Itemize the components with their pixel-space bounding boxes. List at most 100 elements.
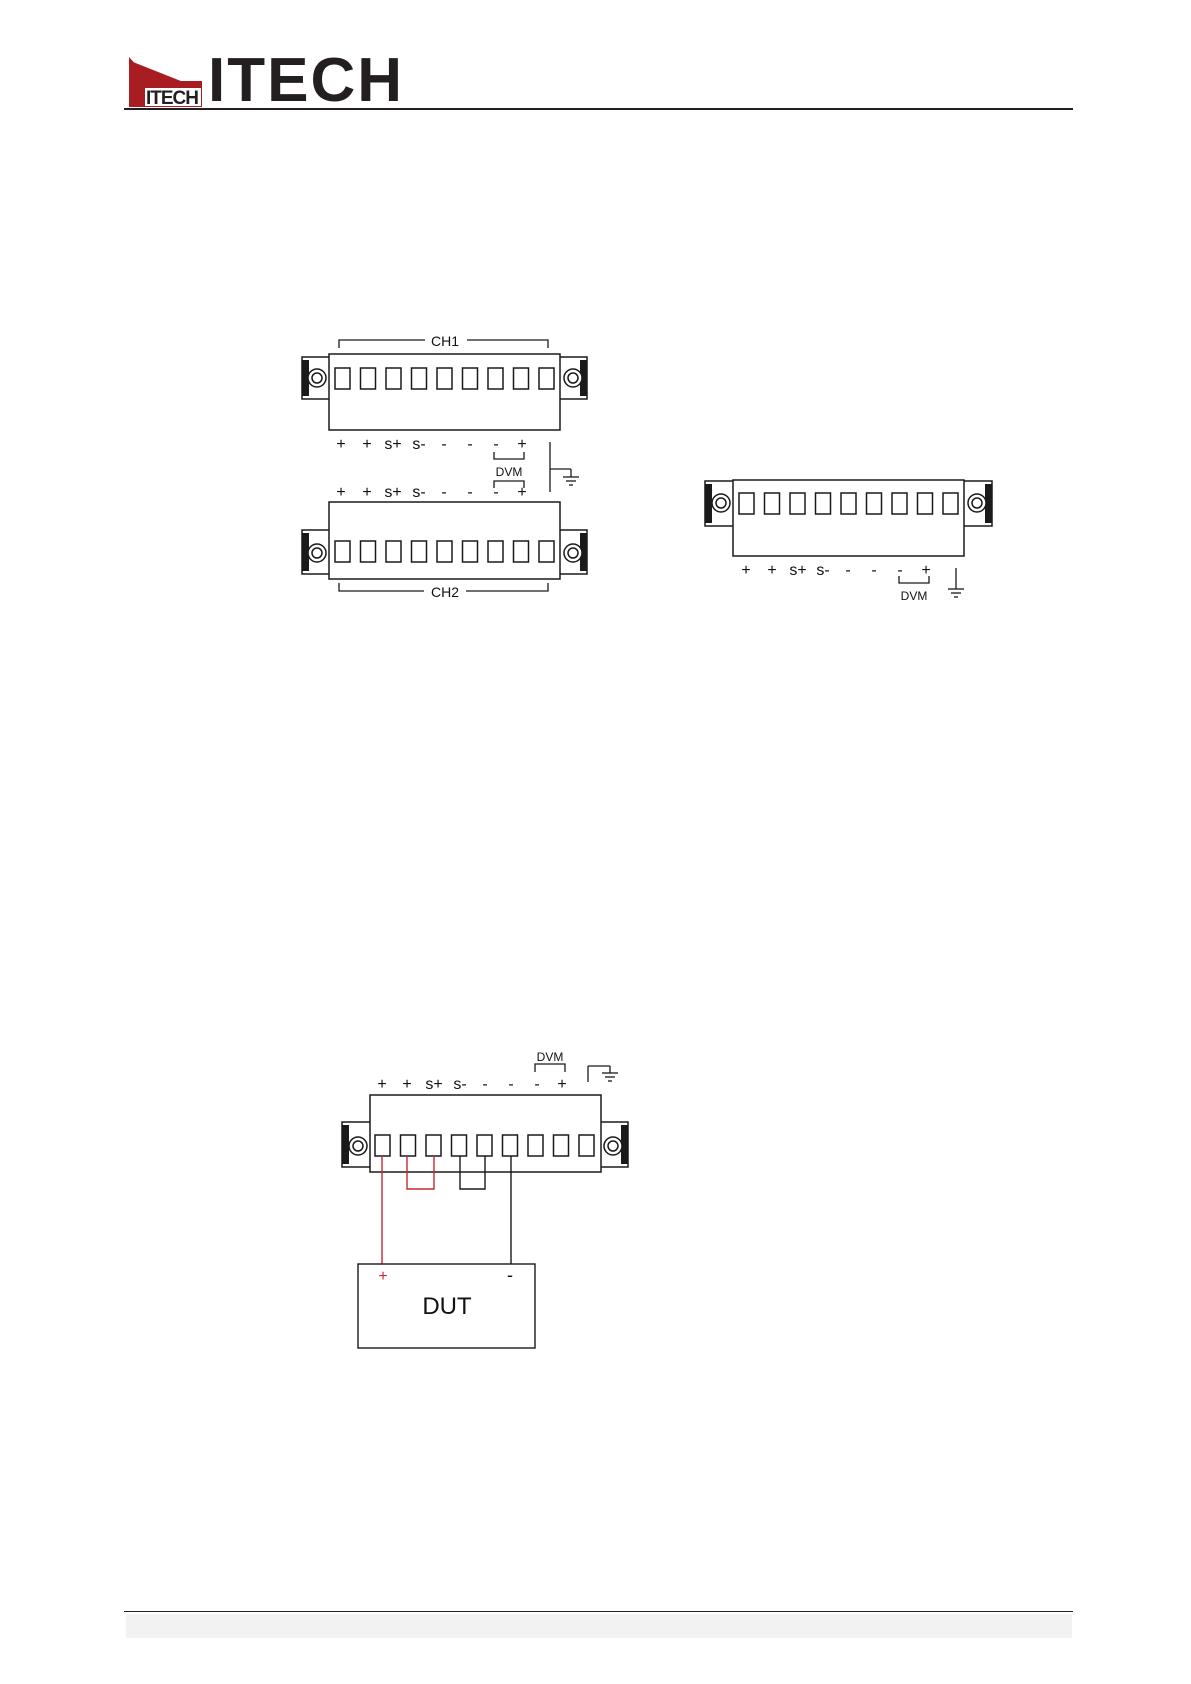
footer-rule — [124, 1611, 1073, 1612]
ch1-label-dvm-minus: - — [493, 436, 498, 453]
single-label-minus-1: - — [845, 562, 850, 579]
dual-channel-figure: CH1 + + s+ s- - - — [302, 331, 587, 601]
ch1-label-sense-minus: s- — [412, 436, 425, 453]
ch2-label-sense-minus: s- — [412, 484, 425, 501]
wiring-figure: DVM + + s+ s- - - - + — [342, 1050, 628, 1348]
single-label-plus-2: + — [767, 562, 776, 579]
wiring-label-dvm-plus: + — [557, 1076, 566, 1093]
ch2-pin-9 — [539, 541, 554, 562]
single-pin-4 — [816, 493, 831, 514]
wiring-label-plus-2: + — [402, 1076, 411, 1093]
ch1-label-sense-plus: s+ — [384, 436, 401, 453]
single-label-sense-plus: s+ — [789, 562, 806, 579]
wiring-pin-3 — [426, 1135, 441, 1156]
single-terminal-labels: + + s+ s- - - - + — [741, 562, 930, 579]
ch2-pin-7 — [488, 541, 503, 562]
ch2-pin-3 — [386, 541, 401, 562]
ch2-pin-6 — [463, 541, 478, 562]
ch1-pins — [335, 368, 554, 389]
ch1-pin-3 — [386, 368, 401, 389]
ch2-label-dvm-plus: + — [517, 484, 526, 501]
wiring-left-mount-edge — [342, 1125, 349, 1164]
wiring-label-minus-2: - — [508, 1076, 513, 1093]
ch2-pin-8 — [514, 541, 529, 562]
single-right-screw-inner — [972, 498, 982, 508]
ch1-label: CH1 — [431, 333, 459, 349]
ch1-label-minus-2: - — [467, 436, 472, 453]
ch1-terminal-labels: + + s+ s- - - - + — [336, 436, 526, 453]
wiring-dvm-label: DVM — [537, 1050, 564, 1064]
single-pin-6 — [867, 493, 882, 514]
ch2-label-minus-1: - — [441, 484, 446, 501]
ch2-terminal-block — [302, 502, 587, 579]
ch2-label-sense-plus: s+ — [384, 484, 401, 501]
dvm-bracket-upper — [494, 452, 524, 459]
ch1-right-screw-inner — [568, 373, 578, 383]
ch2-pin-4 — [412, 541, 427, 562]
ch1-label-plus-1: + — [336, 436, 345, 453]
ch1-pin-6 — [463, 368, 478, 389]
wiring-pin-1 — [375, 1135, 390, 1156]
single-pin-1 — [739, 493, 754, 514]
wiring-label-plus-1: + — [377, 1076, 386, 1093]
single-pin-9 — [943, 493, 958, 514]
wiring-ground-icon — [588, 1066, 618, 1082]
dut-plus-label: + — [378, 1268, 387, 1285]
ch2-pins — [335, 541, 554, 562]
single-pin-5 — [841, 493, 856, 514]
single-label-dvm-minus: - — [897, 562, 902, 579]
wiring-label-sense-plus: s+ — [425, 1076, 442, 1093]
ch1-pin-4 — [412, 368, 427, 389]
ch1-pin-8 — [514, 368, 529, 389]
wiring-label-sense-minus: s- — [453, 1076, 466, 1093]
wiring-terminal-labels: + + s+ s- - - - + — [377, 1076, 566, 1093]
ch1-pin-7 — [488, 368, 503, 389]
ch1-pin-2 — [361, 368, 376, 389]
dut-label: DUT — [422, 1293, 472, 1320]
ch1-label-plus-2: + — [362, 436, 371, 453]
wiring-pin-6 — [503, 1135, 518, 1156]
wiring-pin-7 — [528, 1135, 543, 1156]
ch2-pin-1 — [335, 541, 350, 562]
ch2-left-screw-inner — [312, 548, 322, 558]
ch2-pin-5 — [437, 541, 452, 562]
single-pin-2 — [765, 493, 780, 514]
ch2-label-plus-2: + — [362, 484, 371, 501]
ch2-label: CH2 — [431, 584, 459, 600]
single-label-minus-2: - — [871, 562, 876, 579]
single-pin-8 — [918, 493, 933, 514]
wiring-right-screw-inner — [608, 1141, 618, 1151]
wiring-pin-2 — [401, 1135, 416, 1156]
ch1-block-body — [329, 354, 560, 430]
single-label-plus-1: + — [741, 562, 750, 579]
dut-minus-label: - — [507, 1265, 513, 1285]
ch2-label-plus-1: + — [336, 484, 345, 501]
wiring-pin-9 — [579, 1135, 594, 1156]
dual-ground-icon — [550, 442, 579, 492]
single-dvm-label: DVM — [901, 589, 928, 603]
ch2-right-screw-inner — [568, 548, 578, 558]
single-ground-icon — [948, 568, 964, 597]
single-left-screw-inner — [716, 498, 726, 508]
single-channel-figure: + + s+ s- - - - + DVM — [705, 480, 992, 603]
ch2-pin-2 — [361, 541, 376, 562]
ch1-terminal-block — [302, 354, 587, 430]
ch1-pin-5 — [437, 368, 452, 389]
single-label-sense-minus: s- — [816, 562, 829, 579]
wiring-label-dvm-minus: - — [534, 1076, 539, 1093]
wiring-left-screw-inner — [353, 1141, 363, 1151]
ch1-pin-1 — [335, 368, 350, 389]
ch1-label-minus-1: - — [441, 436, 446, 453]
single-block-body — [733, 480, 964, 556]
single-pins — [739, 493, 958, 514]
single-pin-7 — [892, 493, 907, 514]
ch2-label-minus-2: - — [467, 484, 472, 501]
single-left-mount-edge — [705, 484, 712, 523]
footer-band — [126, 1614, 1072, 1638]
wiring-dvm-bracket — [535, 1064, 565, 1072]
wiring-label-minus-1: - — [482, 1076, 487, 1093]
ch1-pin-9 — [539, 368, 554, 389]
wiring-pins — [375, 1135, 594, 1156]
